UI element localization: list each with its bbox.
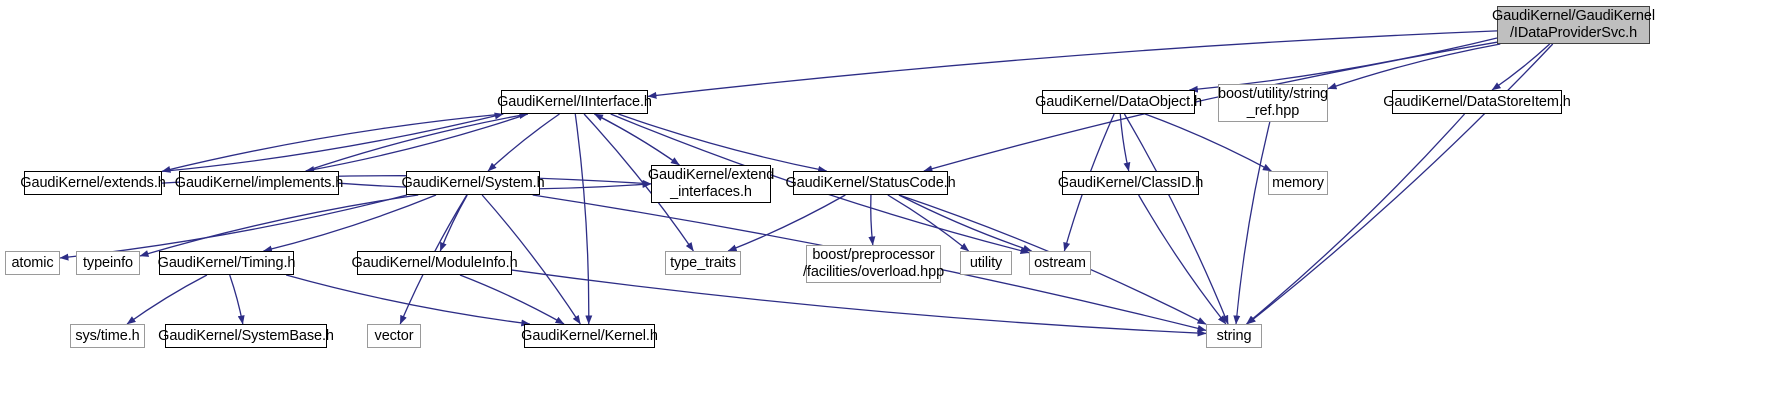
- graph-node-label: GaudiKernel/IInterface.h: [497, 93, 652, 110]
- graph-edge-dataobject-to-memory: [1144, 113, 1272, 172]
- graph-node-extends[interactable]: GaudiKernel/extends.h: [20, 171, 166, 195]
- graph-node-label: GaudiKernel/implements.h: [174, 174, 344, 191]
- graph-node-typetraits[interactable]: type_traits: [665, 251, 741, 275]
- graph-node-label: GaudiKernel/StatusCode.h: [785, 174, 956, 191]
- graph-edge-extendifaces-to-iinterface: [594, 113, 680, 166]
- graph-node-typeinfo[interactable]: typeinfo: [76, 251, 140, 275]
- graph-edge-iinterface-to-implements: [305, 113, 528, 173]
- graph-node-kernel[interactable]: GaudiKernel/Kernel.h: [521, 324, 658, 348]
- graph-node-datastoreitem[interactable]: GaudiKernel/DataStoreItem.h: [1383, 90, 1571, 114]
- graph-edge-iinterface-to-kernel: [574, 113, 593, 325]
- graph-node-label: boost/preprocessor /facilities/overload.…: [802, 247, 945, 280]
- graph-node-system[interactable]: GaudiKernel/System.h: [401, 171, 545, 195]
- graph-node-label: GaudiKernel/Timing.h: [157, 254, 296, 271]
- graph-node-label: GaudiKernel/GaudiKernel /IDataProviderSv…: [1492, 8, 1655, 41]
- graph-node-label: GaudiKernel/extend _interfaces.h: [647, 167, 775, 200]
- graph-node-implements[interactable]: GaudiKernel/implements.h: [175, 171, 343, 195]
- graph-edge-statuscode-to-utility: [887, 194, 970, 252]
- graph-edge-root-to-datastoreitem: [1491, 43, 1551, 91]
- graph-node-vector[interactable]: vector: [367, 324, 421, 348]
- graph-edge-iinterface-to-system: [487, 113, 560, 172]
- graph-edge-dataobject-to-classid: [1119, 113, 1131, 172]
- graph-node-label: GaudiKernel/extends.h: [20, 174, 166, 191]
- graph-node-overload[interactable]: boost/preprocessor /facilities/overload.…: [802, 245, 945, 283]
- graph-edge-timing-to-systembase: [229, 274, 245, 325]
- graph-node-label: string: [1216, 327, 1252, 344]
- graph-edge-root-to-dataobject: [1188, 37, 1498, 93]
- graph-node-label: vector: [374, 327, 414, 344]
- graph-node-label: ostream: [1034, 254, 1086, 271]
- graph-node-iinterface[interactable]: GaudiKernel/IInterface.h: [497, 90, 652, 114]
- graph-edge-root-to-iinterface: [647, 30, 1498, 99]
- graph-node-label: GaudiKernel/SystemBase.h: [158, 327, 334, 344]
- graph-node-timing[interactable]: GaudiKernel/Timing.h: [157, 251, 296, 275]
- graph-node-label: boost/utility/string _ref.hpp: [1217, 86, 1329, 119]
- graph-edge-iinterface-to-extends: [161, 113, 504, 173]
- graph-node-label: type_traits: [670, 254, 736, 271]
- graph-edge-system-to-typeinfo: [139, 194, 419, 257]
- graph-node-label: GaudiKernel/ClassID.h: [1057, 174, 1204, 191]
- graph-edge-system-to-moduleinfo: [439, 194, 468, 252]
- graph-node-label: GaudiKernel/Kernel.h: [521, 327, 658, 344]
- graph-node-extendifaces[interactable]: GaudiKernel/extend _interfaces.h: [647, 165, 775, 203]
- graph-edge-system-to-atomic: [59, 194, 408, 261]
- graph-node-label: GaudiKernel/DataStoreItem.h: [1383, 93, 1571, 110]
- graph-node-label: memory: [1272, 174, 1324, 191]
- graph-edge-system-to-timing: [262, 194, 437, 253]
- graph-edge-classid-to-string: [1138, 194, 1227, 325]
- graph-edge-implements-to-iinterface: [305, 112, 529, 172]
- graph-edge-statuscode-to-typetraits: [727, 194, 846, 252]
- graph-edge-moduleinfo-to-kernel: [459, 274, 565, 325]
- graph-node-label: typeinfo: [83, 254, 133, 271]
- graph-node-label: utility: [969, 254, 1003, 271]
- graph-edge-root-to-stringref: [1327, 43, 1501, 90]
- graph-node-ostream[interactable]: ostream: [1029, 251, 1091, 275]
- graph-edge-timing-to-kernel: [285, 274, 531, 327]
- graph-node-dataobject[interactable]: GaudiKernel/DataObject.h: [1035, 90, 1202, 114]
- graph-edge-extends-to-iinterface: [161, 112, 504, 173]
- graph-node-statuscode[interactable]: GaudiKernel/StatusCode.h: [785, 171, 956, 195]
- graph-edge-dataobject-to-string: [1123, 113, 1229, 325]
- graph-node-root[interactable]: GaudiKernel/GaudiKernel /IDataProviderSv…: [1492, 6, 1655, 44]
- graph-node-utility[interactable]: utility: [960, 251, 1012, 275]
- graph-edge-datastoreitem-to-string: [1246, 113, 1466, 325]
- graph-node-label: atomic: [11, 254, 54, 271]
- graph-node-moduleinfo[interactable]: GaudiKernel/ModuleInfo.h: [351, 251, 518, 275]
- graph-node-string[interactable]: string: [1206, 324, 1262, 348]
- graph-node-label: sys/time.h: [75, 327, 140, 344]
- graph-node-classid[interactable]: GaudiKernel/ClassID.h: [1058, 171, 1203, 195]
- graph-node-memory[interactable]: memory: [1268, 171, 1328, 195]
- graph-node-stringref[interactable]: boost/utility/string _ref.hpp: [1218, 84, 1328, 122]
- graph-edge-timing-to-systime: [126, 274, 208, 325]
- graph-node-label: GaudiKernel/System.h: [401, 174, 545, 191]
- graph-node-label: GaudiKernel/DataObject.h: [1035, 93, 1202, 110]
- graph-edge-iinterface-to-extendifaces: [594, 113, 680, 166]
- graph-node-label: GaudiKernel/ModuleInfo.h: [351, 254, 518, 271]
- graph-edge-iinterface-to-statuscode: [618, 113, 828, 173]
- graph-edge-statuscode-to-overload: [868, 194, 876, 246]
- graph-edge-statuscode-to-ostream: [898, 194, 1033, 252]
- graph-edge-stringref-to-string: [1233, 121, 1271, 325]
- graph-node-atomic[interactable]: atomic: [5, 251, 60, 275]
- graph-node-systembase[interactable]: GaudiKernel/SystemBase.h: [158, 324, 334, 348]
- graph-node-systime[interactable]: sys/time.h: [70, 324, 145, 348]
